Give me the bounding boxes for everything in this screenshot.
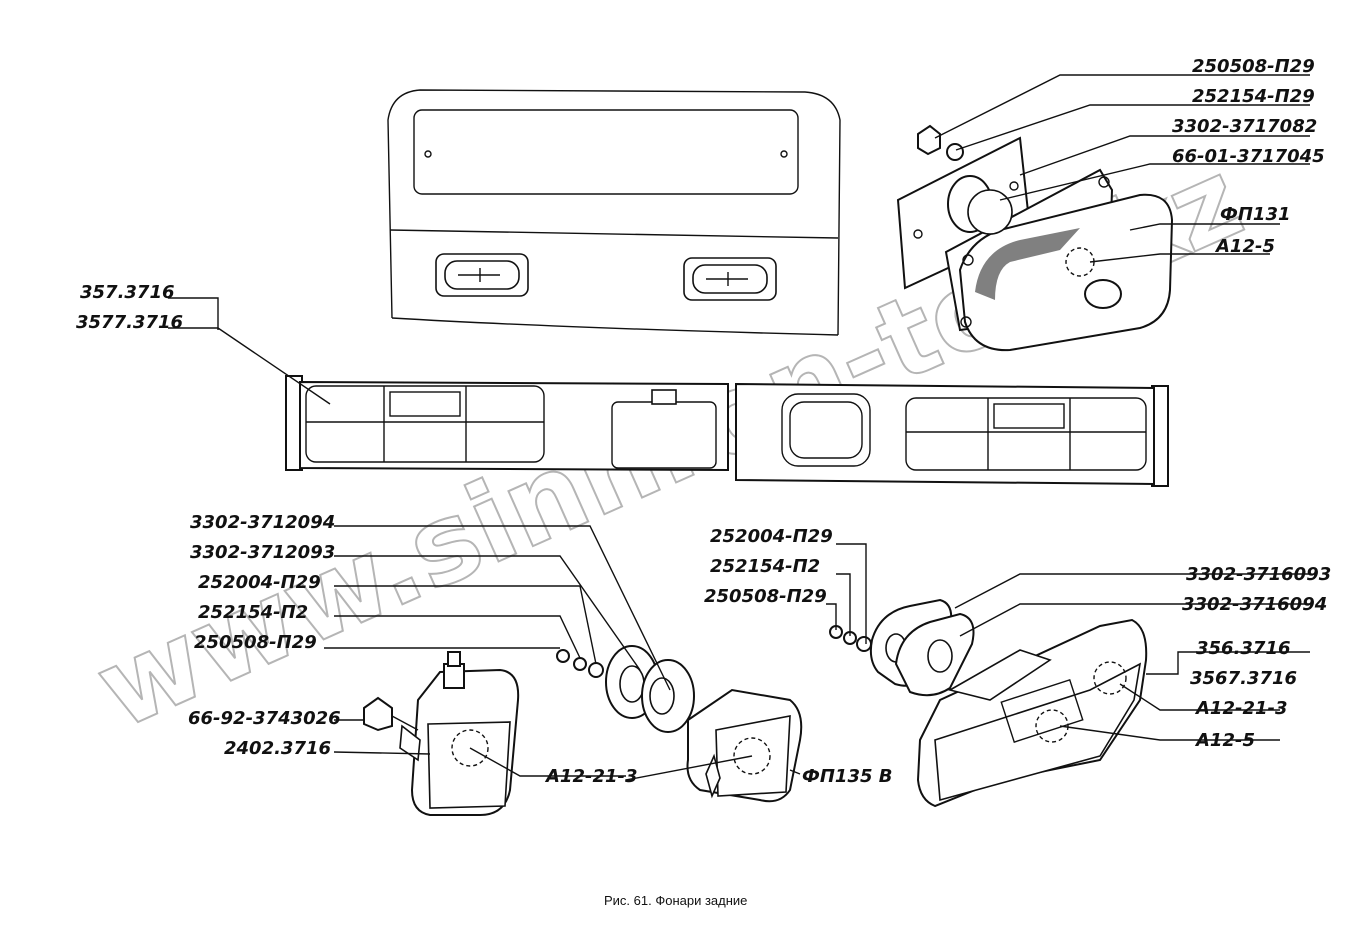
label-a12-21-3-right: А12-21-3	[1194, 698, 1288, 719]
label-252154-p29-top: 252154-П29	[1192, 86, 1315, 107]
label-a12-5-top: А12-5	[1214, 236, 1275, 257]
label-252004-p29-left: 252004-П29	[198, 572, 321, 593]
label-250508-p29-top: 250508-П29	[1192, 56, 1315, 77]
label-a12-5-right: А12-5	[1194, 730, 1255, 751]
label-2402-3716: 2402.3716	[224, 738, 331, 759]
lower-right-lamp	[829, 598, 1148, 808]
figure-caption: Рис. 61. Фонари задние	[604, 893, 747, 908]
label-357-3716: 357.3716	[80, 282, 175, 303]
label-3302-3717082: 3302-3717082	[1172, 116, 1317, 137]
label-252154-p2-right: 252154-П2	[710, 556, 820, 577]
label-252004-p29-right: 252004-П29	[710, 526, 833, 547]
label-66-92-3743026: 66-92-3743026	[188, 708, 341, 729]
label-252154-p2-left: 252154-П2	[198, 602, 308, 623]
label-3567-3716: 3567.3716	[1190, 668, 1297, 689]
upper-lamp-fp131	[896, 124, 1174, 352]
rear-bumper-lights	[285, 375, 1169, 487]
label-fp131: ФП131	[1220, 204, 1291, 225]
lower-left-lamp	[363, 651, 520, 816]
middle-lamp-fp135v	[556, 645, 803, 803]
part-labels: 250508-П29 252154-П29 3302-3717082 66-01…	[76, 56, 1331, 787]
label-66-01-3717045: 66-01-3717045	[1172, 146, 1325, 167]
label-250508-p29-left: 250508-П29	[194, 632, 317, 653]
label-3302-3712094: 3302-3712094	[190, 512, 335, 533]
label-a12-21-3-left: А12-21-3	[544, 766, 638, 787]
leader-lines	[168, 74, 1310, 781]
label-356-3716: 356.3716	[1196, 638, 1291, 659]
label-3302-3716094: 3302-3716094	[1182, 594, 1327, 615]
label-250508-p29-right: 250508-П29	[704, 586, 827, 607]
vehicle-rear-body	[387, 89, 841, 336]
label-3302-3712093: 3302-3712093	[190, 542, 335, 563]
label-3577-3716: 3577.3716	[76, 312, 183, 333]
label-fp135v: ФП135 В	[802, 766, 892, 787]
label-3302-3716093: 3302-3716093	[1186, 564, 1331, 585]
